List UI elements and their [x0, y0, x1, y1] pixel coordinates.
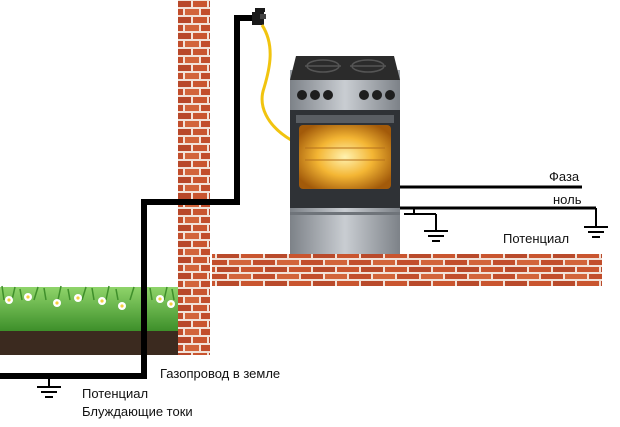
gas-stove-icon: [290, 56, 400, 254]
gas-hose: [260, 24, 292, 142]
stove-knobs: [297, 90, 395, 100]
ground-symbol-right: [584, 226, 608, 238]
daisy-flower-icon: [5, 293, 175, 310]
phase-label: Фаза: [549, 169, 580, 184]
ground-symbol-stove: [424, 230, 448, 242]
potential-label-bottom: Потенциал: [82, 386, 149, 401]
soil-layer: [0, 331, 178, 355]
stove-drawer: [290, 208, 400, 254]
ground-symbol-bottom: [37, 386, 61, 398]
potential-label-right: Потенциал: [503, 231, 570, 246]
brick-floor: [212, 254, 602, 286]
stray-currents-label: Блуждающие токи: [82, 404, 193, 419]
stove-hob: [290, 56, 400, 80]
gas-pipe: [0, 15, 258, 379]
grass-blades: [1, 285, 175, 301]
neutral-label: ноль: [553, 192, 582, 207]
gas-pipe-label: Газопровод в земле: [160, 366, 281, 381]
gas-valve-icon: [252, 8, 266, 25]
brick-wall: [178, 0, 210, 355]
ground-section: [0, 285, 178, 355]
oven-window: [299, 125, 391, 189]
